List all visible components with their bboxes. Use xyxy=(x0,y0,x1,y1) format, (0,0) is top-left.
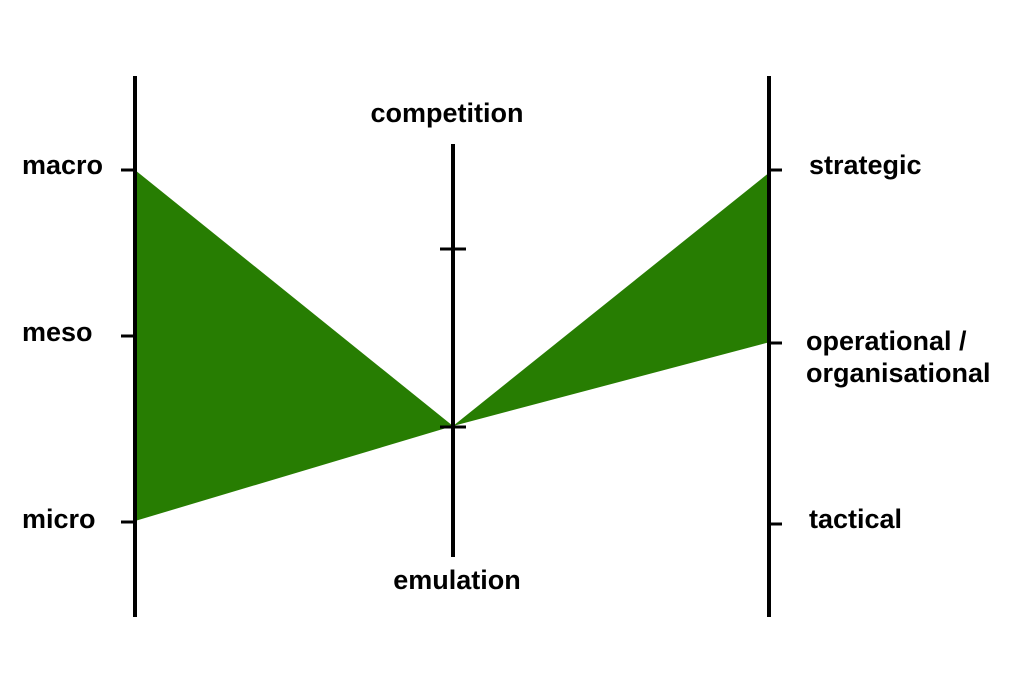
label-emulation: emulation xyxy=(393,565,521,595)
right-green-wedge xyxy=(453,172,770,426)
label-strategic: strategic xyxy=(809,150,922,180)
left-green-wedge xyxy=(135,170,453,521)
label-meso: meso xyxy=(22,317,93,347)
label-macro: macro xyxy=(22,150,103,180)
label-competition: competition xyxy=(371,98,524,128)
label-micro: micro xyxy=(22,504,96,534)
label-organisational: organisational xyxy=(806,358,991,388)
label-operational: operational / xyxy=(806,326,967,356)
label-tactical: tactical xyxy=(809,504,902,534)
